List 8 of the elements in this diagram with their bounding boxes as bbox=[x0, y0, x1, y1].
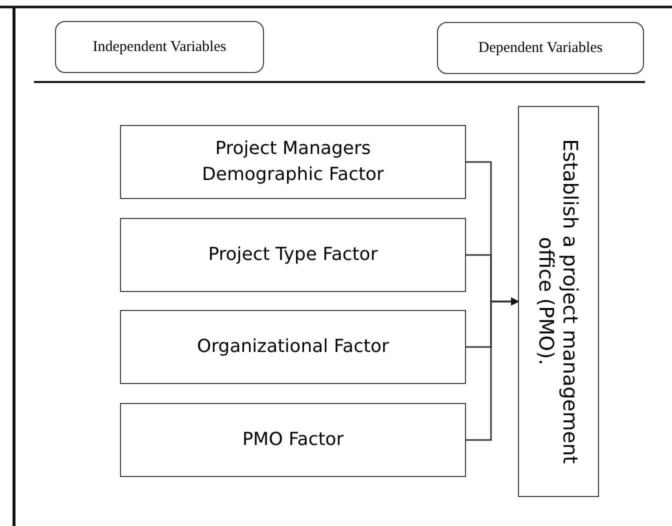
factor-box: PMO Factor bbox=[120, 403, 466, 477]
header-box: Dependent Variables bbox=[437, 22, 644, 74]
factor-box: Organizational Factor bbox=[120, 310, 466, 384]
outcome-box: Establish a project management office (PMO). bbox=[518, 106, 599, 497]
factor-box: Project Type Factor bbox=[120, 218, 466, 292]
header-box: Independent Variables bbox=[55, 21, 264, 73]
factor-box: Project Managers Demographic Factor bbox=[120, 125, 466, 199]
connector-arrow bbox=[466, 298, 519, 441]
